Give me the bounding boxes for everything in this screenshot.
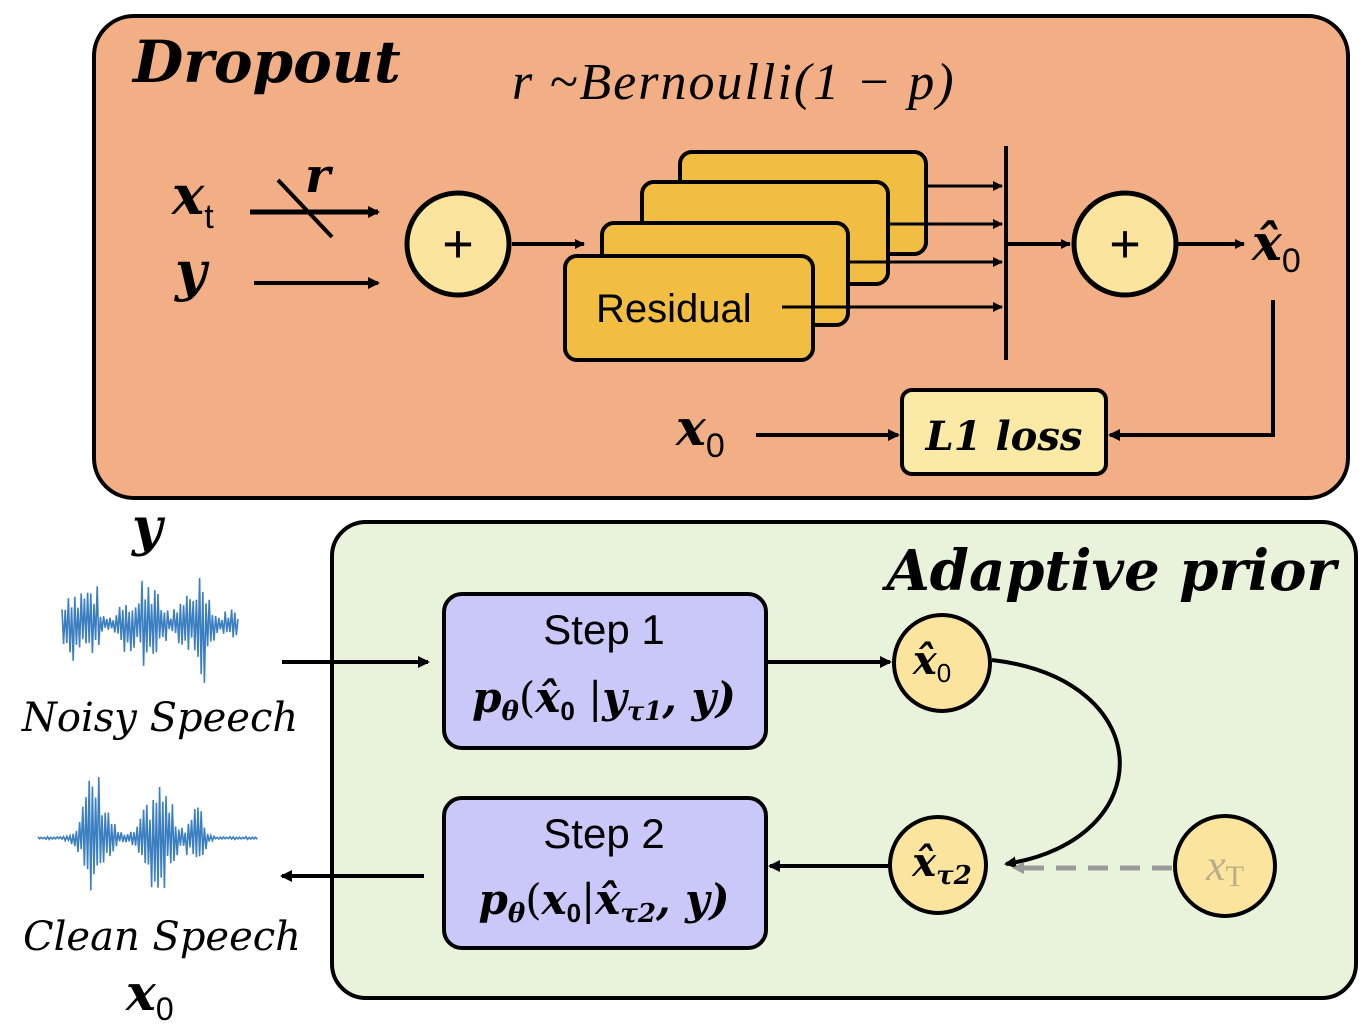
node-xtau2: x̂τ2 xyxy=(888,815,988,915)
l1-loss-label: L1 loss xyxy=(925,413,1083,460)
step2-box: Step 2 pθ(x0|x̂τ2, y) xyxy=(442,796,768,950)
noisy-symbol-y: y xyxy=(131,497,166,558)
step2-formula: pθ(x0|x̂τ2, y) xyxy=(479,875,730,929)
output-to-loss-arrow xyxy=(1108,300,1275,441)
dropout-title: Dropout xyxy=(131,28,401,96)
node-x0hat: x̂0 xyxy=(892,613,992,713)
sum-node-input: + xyxy=(404,190,512,298)
l1-loss-box: L1 loss xyxy=(900,388,1108,476)
node-x0hat-label: x̂0 xyxy=(912,637,951,688)
target-x0-label: x0 xyxy=(675,398,725,465)
clean-speech-label: Clean Speech xyxy=(23,914,301,960)
residual-label: Residual xyxy=(596,287,752,331)
plus-icon: + xyxy=(442,214,474,274)
node-xtau2-label: x̂τ2 xyxy=(911,839,971,891)
step1-title: Step 1 xyxy=(543,606,664,653)
waveform-trace xyxy=(37,777,258,891)
adaptive-prior-title: Adaptive prior xyxy=(881,538,1339,604)
clean-symbol-x0: x0 xyxy=(125,963,174,1027)
bernoulli-formula: r ~Bernoulli(1 − p) xyxy=(512,54,956,111)
waveform-trace xyxy=(61,577,239,683)
output-x0hat-label: x̂0 xyxy=(1251,213,1301,280)
step2-title: Step 2 xyxy=(543,810,664,857)
plus-icon: + xyxy=(1109,214,1141,274)
dropout-slash xyxy=(276,178,334,239)
input-xt-label: xt xyxy=(171,163,214,236)
noisy-speech-label: Noisy Speech xyxy=(21,695,298,741)
adaptive-prior-panel: Adaptive prior Step 1 pθ(x̂0 |yτ1, y) St… xyxy=(330,520,1358,1000)
input-y-label: y xyxy=(174,239,210,303)
step1-formula: pθ(x̂0 |yτ1, y) xyxy=(472,673,736,727)
node-xT: xT xyxy=(1173,814,1277,918)
dropout-panel: Dropout r ~Bernoulli(1 − p) xt r y + Res… xyxy=(92,14,1350,500)
sum-node-output: + xyxy=(1071,190,1179,298)
node-xT-label: xT xyxy=(1205,841,1244,893)
x0hat-to-xtau2-curve xyxy=(991,658,1122,869)
clean-waveform xyxy=(37,777,258,891)
input-r-label: r xyxy=(305,148,334,204)
noisy-speech-group: y Noisy Speech xyxy=(21,497,298,741)
noisy-waveform xyxy=(61,577,239,683)
step1-box: Step 1 pθ(x̂0 |yτ1, y) xyxy=(442,592,768,750)
clean-speech-group: Clean Speech x0 xyxy=(23,777,301,1027)
